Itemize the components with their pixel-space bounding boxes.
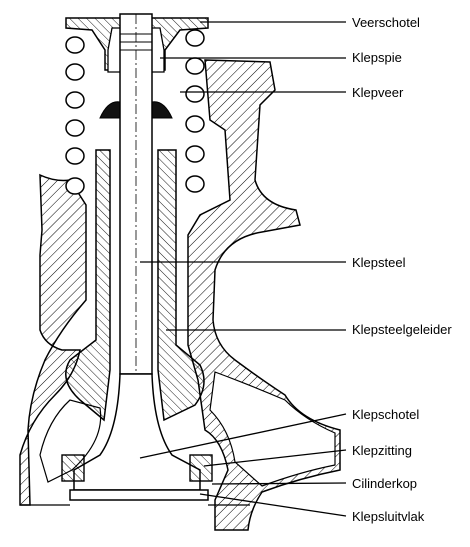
cylinder-head-left	[19, 173, 87, 506]
label-klepzitting: Klepzitting	[352, 443, 412, 458]
label-klepsteelgeleider: Klepsteelgeleider	[352, 322, 452, 337]
label-klepsluitvlak: Klepsluitvlak	[352, 509, 425, 524]
valve-guide-right	[157, 149, 205, 422]
label-veerschotel: Veerschotel	[352, 15, 420, 30]
valve-spring-right	[185, 29, 205, 193]
port-cavity-right	[209, 371, 336, 487]
valve-face	[69, 489, 209, 501]
label-klepsteel: Klepsteel	[352, 255, 406, 270]
valve-seat-left	[61, 454, 85, 482]
label-klepveer: Klepveer	[352, 85, 404, 100]
valve-seat-right	[189, 454, 213, 482]
stem-grooves	[120, 33, 152, 51]
label-klepschotel: Klepschotel	[352, 407, 420, 422]
label-klepspie: Klepspie	[352, 50, 402, 65]
valve-guide-left	[65, 149, 111, 422]
leader-lines	[139, 21, 347, 517]
valve-spring-left	[65, 36, 85, 195]
label-cilinderkop: Cilinderkop	[352, 476, 418, 491]
